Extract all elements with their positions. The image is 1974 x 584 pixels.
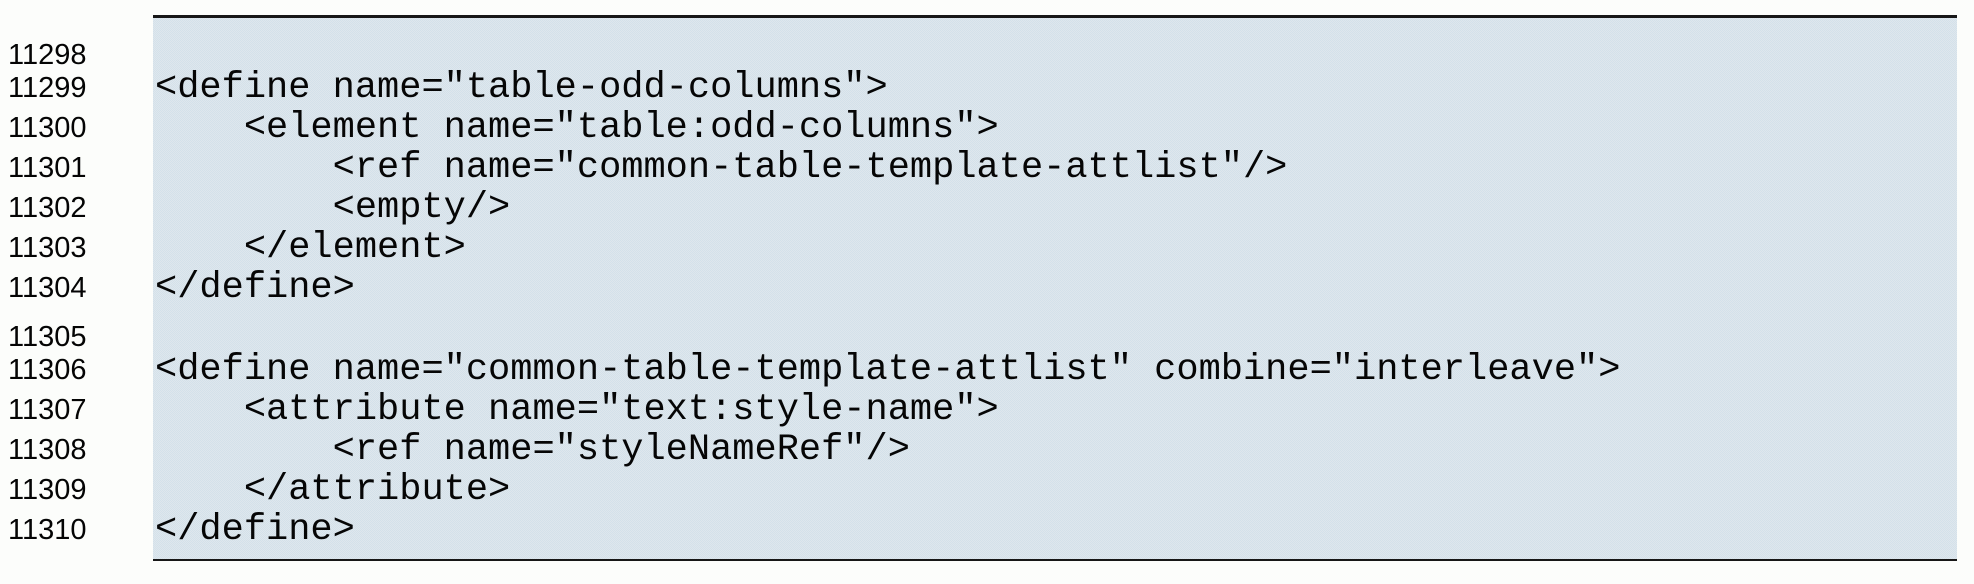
line-number: 11299	[8, 72, 87, 104]
line-number: 11303	[8, 232, 87, 264]
line-number: 11305	[8, 321, 87, 353]
line-number: 11301	[8, 152, 87, 184]
code-listing-rows: 11298 11299 <define name="table-odd-colu…	[0, 26, 1974, 550]
line-number: 11307	[8, 394, 87, 426]
line-number: 11306	[8, 354, 87, 386]
code-line-row: 11305	[0, 308, 1974, 353]
line-number: 11298	[8, 39, 87, 71]
code-text: </define>	[155, 267, 355, 309]
line-number: 11309	[8, 474, 87, 506]
code-text	[153, 308, 155, 350]
code-line-row: 11308 <ref name="styleNameRef"/>	[0, 430, 1974, 470]
code-line-row: 11298	[0, 26, 1974, 71]
line-number: 11300	[8, 112, 87, 144]
code-line-row: 11302 <empty/>	[0, 188, 1974, 228]
code-text	[153, 26, 155, 68]
code-line-row: 11299 <define name="table-odd-columns">	[0, 68, 1974, 108]
code-text: </define>	[155, 509, 355, 551]
code-text: </element>	[155, 227, 466, 269]
code-text: <attribute name="text:style-name">	[155, 389, 999, 431]
line-number: 11302	[8, 192, 87, 224]
code-text: <define name="common-table-template-attl…	[155, 349, 1621, 391]
line-number: 11304	[8, 272, 87, 304]
line-number: 11310	[8, 514, 87, 546]
code-line-row: 11303 </element>	[0, 228, 1974, 268]
code-text: </attribute>	[155, 469, 511, 511]
code-line-row: 11300 <element name="table:odd-columns">	[0, 108, 1974, 148]
code-line-row: 11310 </define>	[0, 510, 1974, 550]
code-text: <ref name="common-table-template-attlist…	[155, 147, 1288, 189]
code-line-row: 11304 </define>	[0, 268, 1974, 308]
line-number: 11308	[8, 434, 87, 466]
code-line-row: 11306 <define name="common-table-templat…	[0, 350, 1974, 390]
code-text: <empty/>	[155, 187, 511, 229]
code-text: <ref name="styleNameRef"/>	[155, 429, 910, 471]
code-text: <element name="table:odd-columns">	[155, 107, 999, 149]
code-text: <define name="table-odd-columns">	[155, 67, 888, 109]
code-line-row: 11307 <attribute name="text:style-name">	[0, 390, 1974, 430]
code-listing-box	[153, 15, 1957, 561]
code-line-row: 11309 </attribute>	[0, 470, 1974, 510]
code-line-row: 11301 <ref name="common-table-template-a…	[0, 148, 1974, 188]
